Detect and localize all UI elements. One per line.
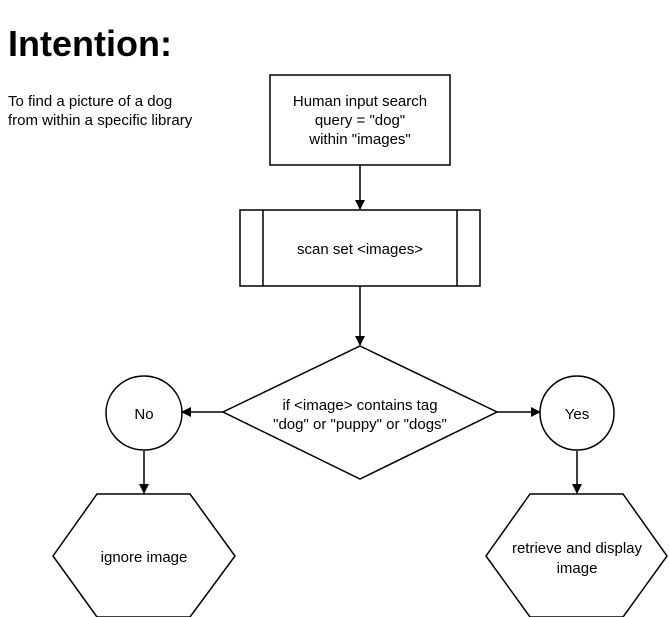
node-input-line-3: within "images" — [308, 131, 411, 148]
node-retrieve-line-2: image — [557, 560, 598, 577]
node-scan: scan set <images> — [239, 209, 481, 287]
node-decision-line-1: if <image> contains tag — [282, 397, 437, 414]
node-ignore: ignore image — [52, 493, 236, 617]
node-input: Human input search query = "dog" within … — [269, 74, 451, 166]
intention-line-1: To find a picture of a dog — [8, 93, 173, 110]
node-input-line-2: query = "dog" — [315, 112, 405, 129]
node-ignore-label: ignore image — [101, 549, 188, 566]
node-retrieve: retrieve and display image — [485, 493, 668, 617]
node-yes: Yes — [539, 375, 615, 451]
node-decision-line-2: "dog" or "puppy" or "dogs" — [273, 416, 447, 433]
node-no: No — [105, 375, 183, 451]
node-scan-label: scan set <images> — [297, 241, 423, 258]
intention-description: To find a picture of a dog from within a… — [8, 92, 248, 130]
node-decision: if <image> contains tag "dog" or "puppy"… — [221, 345, 499, 480]
intention-line-2: from within a specific library — [8, 112, 193, 129]
node-retrieve-line-1: retrieve and display — [512, 540, 643, 557]
node-input-line-1: Human input search — [293, 93, 427, 110]
page-title: Intention: — [8, 23, 172, 64]
node-no-label: No — [134, 406, 153, 423]
node-yes-label: Yes — [565, 406, 589, 423]
